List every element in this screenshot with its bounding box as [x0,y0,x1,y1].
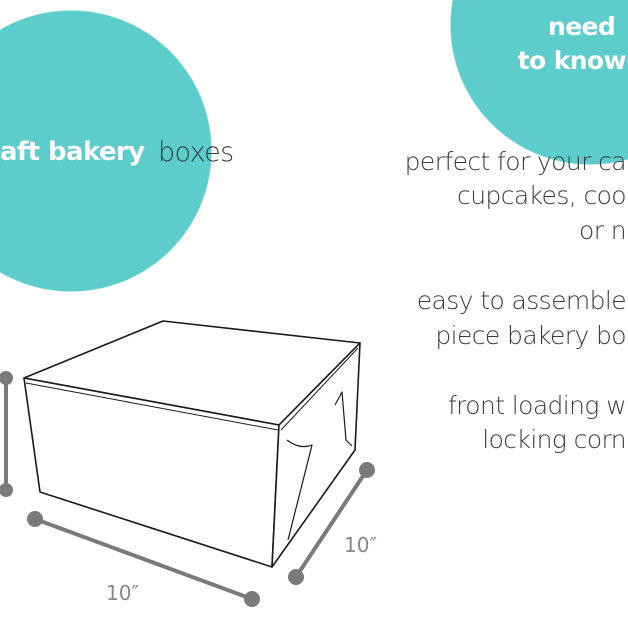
feature-3-line1: front loading w [447,391,627,420]
feature-1-line2: cupcakes, coo [457,181,627,210]
feature-1-line1: perfect for your ca [404,147,627,176]
width-label: 10″ [106,581,139,605]
badge-line1: need [548,12,616,41]
depth-label: 10″ [344,533,377,557]
title-highlight: aft bakery [0,137,145,167]
title-rest: boxes [158,137,234,168]
feature-1-line3: or n [579,216,627,245]
feature-2-line1: easy to assemble [416,286,627,315]
title-circle [0,10,212,292]
feature-3-line2: locking corn [482,425,626,454]
badge-line2: to know [517,46,627,75]
feature-2-line2: piece bakery bo [435,321,626,350]
badge-circle [448,0,628,166]
dimension-lines [0,371,375,607]
